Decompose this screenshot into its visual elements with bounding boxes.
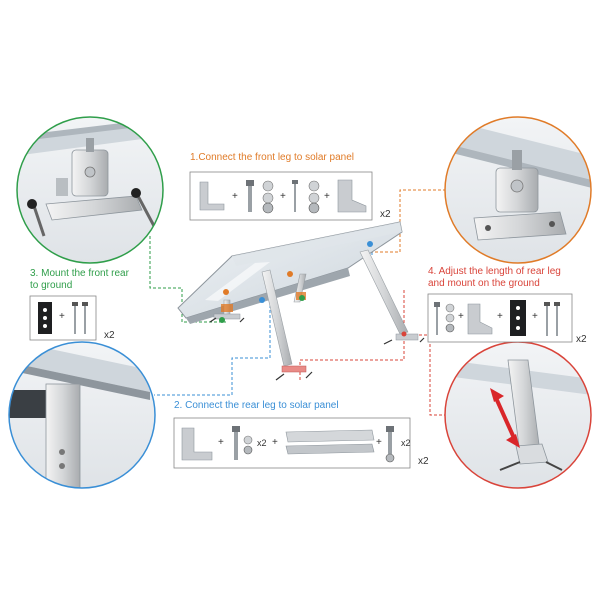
step2-inline-qty-b: x2 bbox=[401, 438, 411, 448]
bolt-icon bbox=[434, 302, 440, 335]
u-bracket-icon bbox=[467, 303, 493, 335]
screw-icon bbox=[72, 302, 88, 334]
rear-leg-closeup bbox=[45, 383, 81, 488]
step4-label-line2: and mount on the ground bbox=[428, 278, 540, 289]
step3-label-line1: 3. Mount the front rear bbox=[30, 268, 129, 279]
detail-circle-front-foot bbox=[16, 116, 164, 264]
washer-nut-icon bbox=[243, 435, 253, 455]
ground-plate-icon bbox=[510, 300, 526, 336]
front-bracket-left bbox=[221, 304, 233, 312]
ground-plate-icon bbox=[38, 302, 52, 334]
detail-circle-rear-leg bbox=[8, 341, 156, 489]
parts-box-rear-ground bbox=[427, 293, 573, 343]
solar-panel-assembly bbox=[177, 221, 425, 381]
detail-circle-front-bracket bbox=[444, 116, 592, 264]
rear-leg-right bbox=[359, 249, 409, 335]
rear-foot-left bbox=[281, 365, 307, 373]
plus-sign: + bbox=[458, 311, 464, 322]
plus-sign: + bbox=[376, 437, 382, 448]
step2-label: 2. Connect the rear leg to solar panel bbox=[174, 400, 339, 411]
plus-sign: + bbox=[497, 311, 503, 322]
u-bracket-icon bbox=[337, 179, 367, 213]
plus-sign: + bbox=[532, 311, 538, 322]
washer-nut-icon bbox=[262, 180, 274, 214]
double-arrow-icon bbox=[490, 388, 520, 448]
plus-sign: + bbox=[280, 191, 286, 202]
step2-inline-qty-a: x2 bbox=[257, 438, 267, 448]
plus-sign: + bbox=[59, 311, 65, 322]
washer-nut-icon bbox=[308, 180, 320, 214]
l-bracket-icon bbox=[181, 427, 213, 461]
step3-qty: x2 bbox=[104, 330, 115, 341]
parts-box-rear-leg bbox=[173, 417, 411, 469]
bolt-icon bbox=[385, 426, 395, 463]
washer-nut-icon bbox=[445, 303, 455, 333]
parts-box-front-leg bbox=[189, 171, 373, 221]
step1-label: 1.Connect the front leg to solar panel bbox=[190, 152, 354, 163]
bolt-icon bbox=[232, 426, 240, 460]
parts-box-front-ground bbox=[29, 295, 97, 341]
rear-leg-left bbox=[261, 269, 293, 367]
screw-icon bbox=[292, 180, 298, 212]
plus-sign: + bbox=[272, 437, 278, 448]
plus-sign: + bbox=[324, 191, 330, 202]
step4-qty: x2 bbox=[576, 334, 587, 345]
step1-qty: x2 bbox=[380, 209, 391, 220]
step4-label-line1: 4. Adjust the length of rear leg bbox=[428, 266, 561, 277]
bolt-icon bbox=[246, 180, 254, 212]
plus-sign: + bbox=[232, 191, 238, 202]
step3-label-line2: to ground bbox=[30, 280, 73, 291]
detail-circle-adjust-leg bbox=[444, 341, 592, 489]
l-bracket-icon bbox=[199, 181, 225, 211]
screw-icon bbox=[544, 302, 560, 336]
step2-qty: x2 bbox=[418, 456, 429, 467]
rail-icon bbox=[285, 429, 375, 455]
plus-sign: + bbox=[218, 437, 224, 448]
